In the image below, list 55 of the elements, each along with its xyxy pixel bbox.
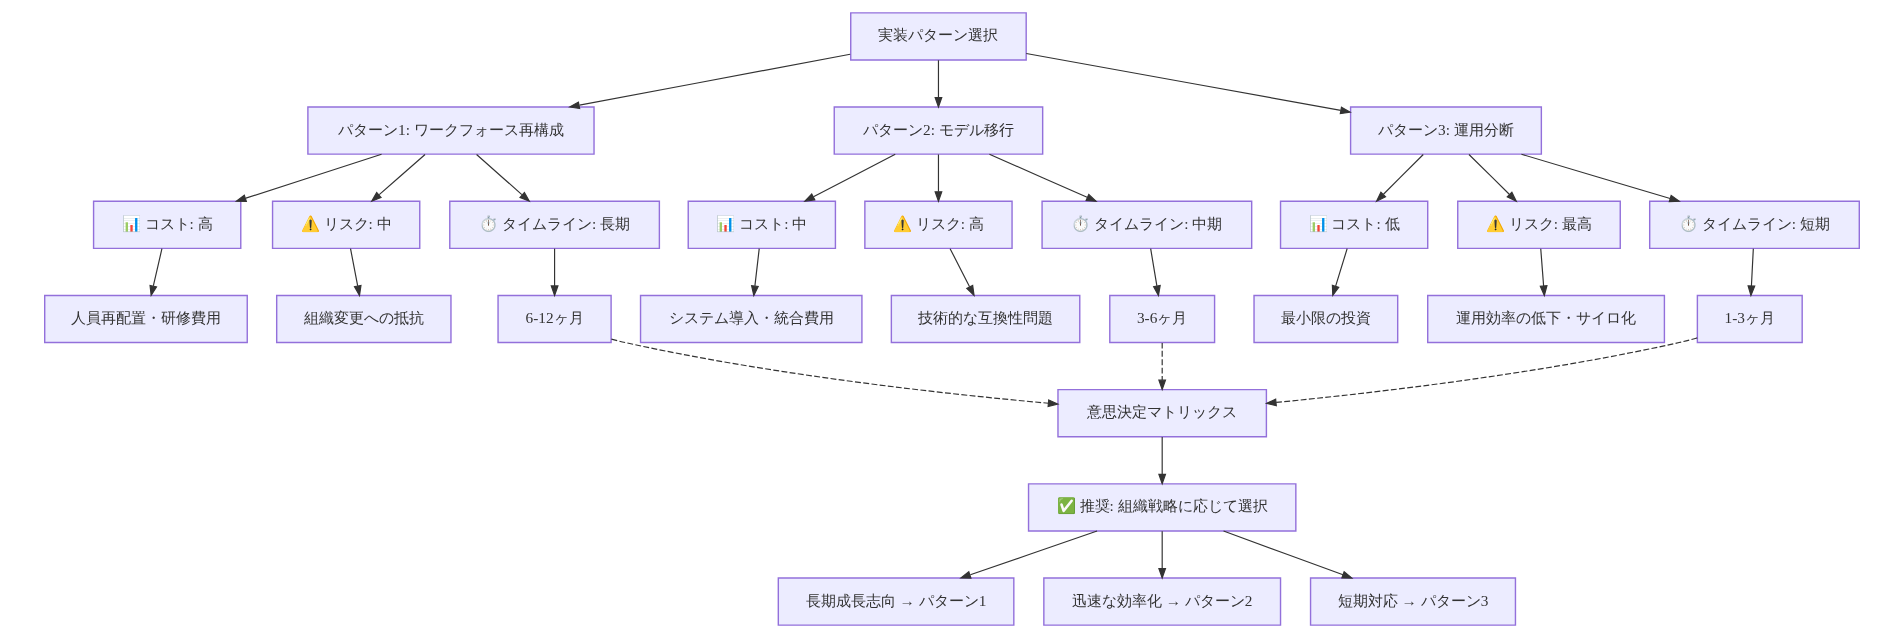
node-box: 1-3ヶ月 <box>1696 294 1803 344</box>
node-box: ⚠ リスク: 中 <box>271 200 421 250</box>
node-box: 組織変更への抵抗 <box>275 294 452 344</box>
arrow <box>1539 248 1548 298</box>
arrow <box>934 59 943 109</box>
arrow <box>959 530 1098 579</box>
node-box: 📊 コスト: 中 <box>687 200 837 250</box>
node-box: ⏱ タイムライン: 長期 <box>449 200 661 250</box>
arrow <box>1158 530 1167 580</box>
arrow <box>1025 52 1352 115</box>
node-box: 人員再配置・研修費用 <box>44 294 248 344</box>
arrow <box>1520 153 1681 203</box>
node-box: 迅速な効率化 → パターン2 <box>1043 577 1282 626</box>
arrow <box>568 53 851 110</box>
node-box: ⏱ タイムライン: 短期 <box>1649 200 1860 250</box>
node-box: パターン1: ワークフォース再構成 <box>307 106 595 155</box>
node-box: 技術的な互換性問題 <box>890 294 1081 344</box>
arrow <box>988 153 1098 202</box>
arrow <box>234 153 383 203</box>
arrow <box>1747 248 1756 298</box>
arrow <box>1158 342 1167 392</box>
node-box: 長期成長志向 → パターン1 <box>777 577 1015 626</box>
arrow <box>1150 248 1161 298</box>
node-box: パターン2: モデル移行 <box>833 106 1044 155</box>
node-box: 📊 コスト: 低 <box>1279 200 1429 250</box>
arrow <box>476 153 531 203</box>
arrow <box>1222 530 1354 579</box>
node-box: 6-12ヶ月 <box>497 294 612 344</box>
node-box: ⏱ タイムライン: 中期 <box>1041 200 1253 250</box>
node-box: 意思決定マトリックス <box>1057 388 1268 438</box>
node-box: ✅ 推奨: 組織戦略に応じて選択 <box>1027 483 1297 532</box>
node-box: ⚠ リスク: 最高 <box>1457 200 1621 250</box>
arrow <box>550 248 559 298</box>
arrow <box>1331 248 1348 298</box>
node-box: ⚠ リスク: 高 <box>864 200 1013 250</box>
node-box: 📊 コスト: 高 <box>92 200 242 250</box>
node-box: 実装パターン選択 <box>850 12 1027 61</box>
node-box: 最小限の投資 <box>1253 294 1399 344</box>
arrow <box>1158 436 1167 486</box>
arrow <box>1264 337 1698 407</box>
arrow <box>370 153 426 203</box>
node-box: 運用効率の低下・サイロ化 <box>1427 294 1666 344</box>
arrow <box>1375 153 1424 203</box>
node-box: パターン3: 運用分断 <box>1349 106 1543 155</box>
arrow <box>803 153 896 203</box>
node-box: システム導入・統合費用 <box>639 294 863 344</box>
node-box: 3-6ヶ月 <box>1109 294 1216 344</box>
arrow <box>750 248 760 298</box>
arrow <box>610 338 1060 408</box>
arrow <box>934 153 943 203</box>
arrow <box>349 248 362 298</box>
arrow <box>1468 153 1518 203</box>
arrow <box>149 248 163 298</box>
arrow <box>949 248 975 297</box>
node-box: 短期対応 → パターン3 <box>1309 577 1517 626</box>
